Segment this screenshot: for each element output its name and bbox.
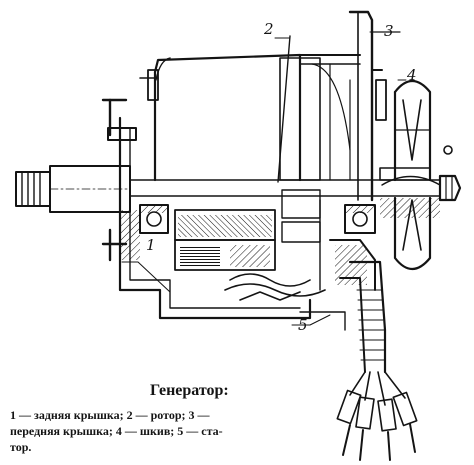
rear-cover: [101, 98, 312, 320]
leader-lines: [121, 31, 407, 326]
stator-windings: [174, 209, 326, 301]
pulley: [379, 79, 462, 271]
callout-1: 1: [146, 236, 156, 254]
callout-3: 3: [384, 22, 394, 40]
figure-title: Генератор:: [150, 382, 229, 399]
front-cover: [329, 10, 401, 291]
callout-2: 2: [264, 20, 274, 38]
legend-line-2: передняя крышка; 4 — шкив; 5 — ста-: [10, 424, 223, 438]
callout-5: 5: [298, 316, 308, 334]
rotor: [277, 35, 321, 291]
shaft: [15, 165, 441, 213]
terminal-conduit: [299, 260, 418, 461]
stator-housing: [139, 53, 361, 182]
legend-line-3: тор.: [10, 440, 32, 454]
callout-4: 4: [407, 66, 417, 84]
legend-line-1: 1 — задняя крышка; 2 — ротор; 3 —: [10, 408, 210, 422]
